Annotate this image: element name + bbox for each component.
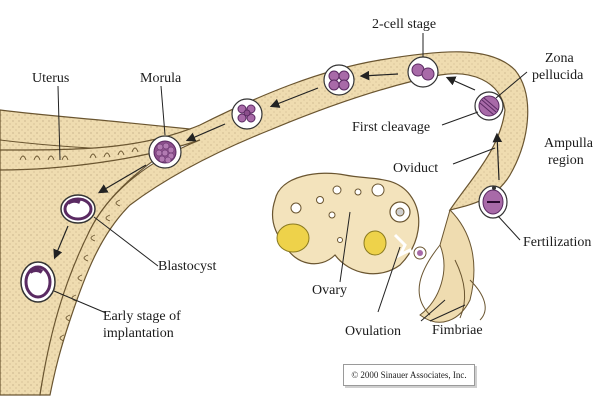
label-ampulla-2: region bbox=[548, 153, 584, 168]
copyright-notice: © 2000 Sinauer Associates, Inc. bbox=[343, 364, 475, 386]
label-zona-pellucida-2: pellucida bbox=[532, 68, 584, 83]
embryo-eight-cell bbox=[231, 98, 263, 130]
uterus-wall-stipple bbox=[0, 110, 200, 395]
label-two-cell-stage: 2-cell stage bbox=[372, 17, 436, 32]
fimbriae-fringe bbox=[418, 209, 486, 323]
embryo-fertilization bbox=[478, 185, 508, 219]
embryo-morula bbox=[148, 135, 182, 169]
embryo-blastocyst bbox=[60, 194, 96, 224]
ovulated-oocyte bbox=[413, 246, 427, 260]
uterine-glands bbox=[19, 147, 139, 342]
oviduct-tube-stipple bbox=[0, 51, 528, 395]
label-zona-pellucida-1: Zona bbox=[545, 51, 575, 66]
label-ovary: Ovary bbox=[312, 283, 347, 298]
label-ampulla-1: Ampulla bbox=[544, 136, 594, 151]
ovary bbox=[271, 172, 420, 275]
label-fertilization: Fertilization bbox=[523, 235, 591, 250]
embryo-two-cell bbox=[407, 56, 439, 88]
embryo-zona-first-cleavage bbox=[474, 91, 504, 121]
label-ovulation: Ovulation bbox=[345, 324, 401, 339]
label-blastocyst: Blastocyst bbox=[158, 259, 216, 274]
label-first-cleavage: First cleavage bbox=[352, 120, 430, 135]
label-implantation-2: implantation bbox=[103, 326, 174, 341]
ovary-follicles bbox=[276, 183, 411, 256]
embryo-implantation bbox=[20, 261, 56, 303]
ovulation-burst bbox=[393, 233, 417, 263]
leader-lines bbox=[53, 33, 528, 322]
label-morula: Morula bbox=[140, 71, 182, 86]
label-fimbriae: Fimbriae bbox=[432, 323, 483, 338]
label-implantation-1: Early stage of bbox=[103, 309, 181, 324]
embryo-four-cell bbox=[323, 64, 355, 96]
label-uterus: Uterus bbox=[32, 71, 69, 86]
journey-arrows bbox=[53, 70, 503, 260]
label-oviduct: Oviduct bbox=[393, 161, 438, 176]
